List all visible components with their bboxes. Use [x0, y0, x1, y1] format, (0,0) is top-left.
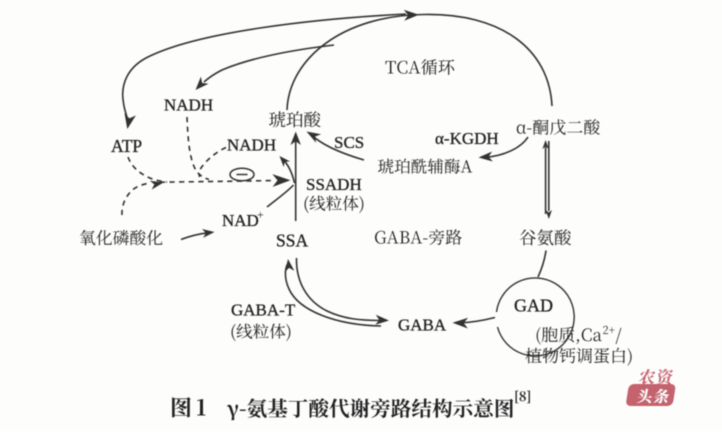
svg-text:GABA-T: GABA-T: [231, 301, 296, 320]
svg-text:SCS: SCS: [334, 133, 364, 152]
svg-text:+: +: [257, 208, 264, 222]
svg-text:NADH: NADH: [164, 96, 213, 115]
svg-text:SSADH: SSADH: [306, 175, 362, 194]
svg-text:α-KGDH: α-KGDH: [435, 129, 499, 148]
svg-text:GABA: GABA: [398, 316, 447, 335]
svg-text:NADH: NADH: [227, 136, 276, 155]
svg-text:GAD: GAD: [514, 296, 553, 316]
svg-text:NAD: NAD: [222, 211, 259, 230]
svg-text:ATP: ATP: [111, 136, 142, 156]
svg-text:SSA: SSA: [276, 231, 308, 251]
